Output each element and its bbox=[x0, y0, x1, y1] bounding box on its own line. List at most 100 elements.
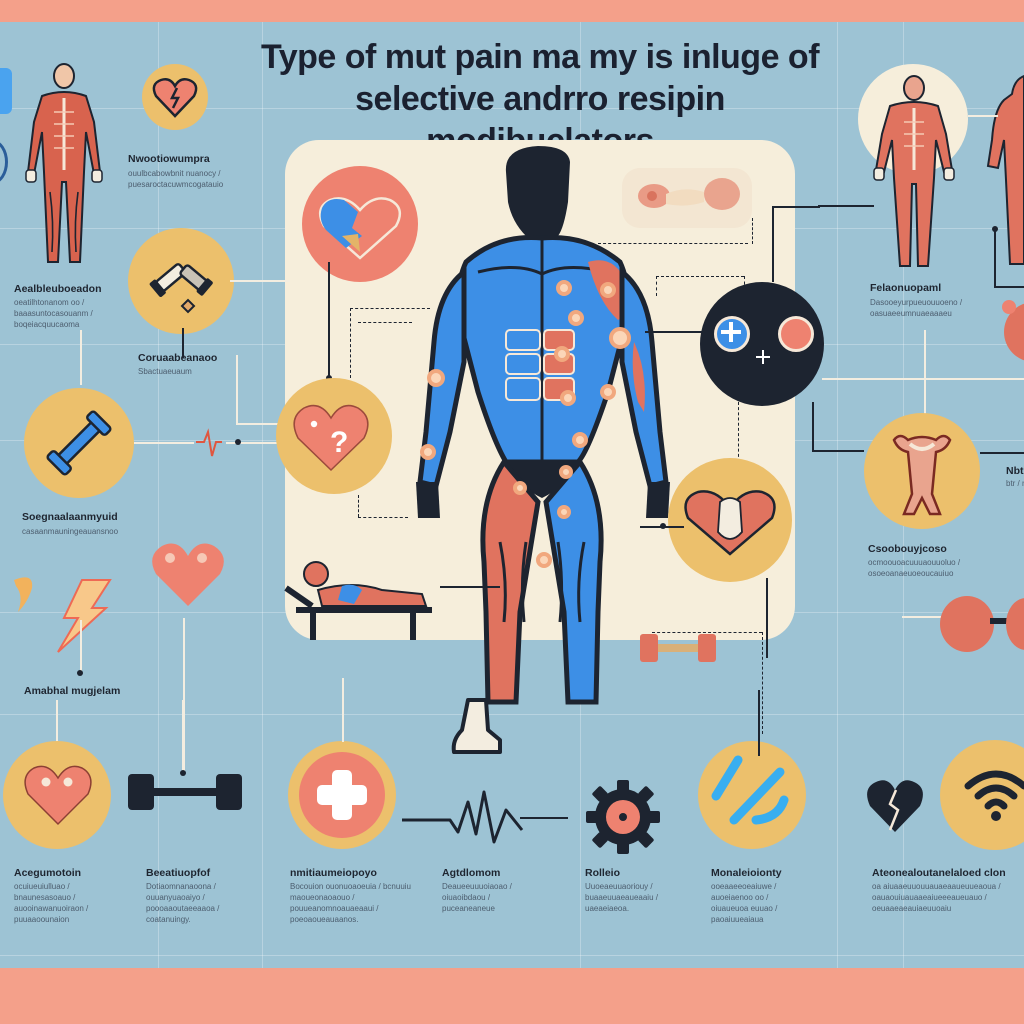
connector bbox=[520, 817, 568, 819]
coral-ball-icon bbox=[1004, 302, 1024, 362]
dashed-connector bbox=[752, 218, 753, 244]
connector bbox=[772, 206, 820, 208]
connector bbox=[812, 450, 864, 452]
svg-text:?: ? bbox=[330, 426, 348, 459]
muscle-fibers-icon bbox=[711, 755, 789, 825]
left-label-5: Amabhal mugjelam bbox=[24, 685, 121, 697]
boot-icon bbox=[451, 698, 502, 754]
connector bbox=[56, 700, 58, 758]
right-desc-1: Dasooeyurpueuouuoeno / oasuaeeumnuaeaaae… bbox=[870, 298, 963, 318]
grid-line bbox=[0, 714, 1024, 715]
connector bbox=[134, 442, 194, 444]
right-label-2: Nbt bbox=[1006, 465, 1024, 477]
ring-icon bbox=[0, 140, 8, 184]
left-desc-1: ouulbcabowbnit nuanocy / puesaroctacuwmc… bbox=[128, 169, 224, 189]
title-line-1: Type of mut pain ma my is inluge of bbox=[260, 38, 820, 76]
bottom-label-6: Monaleioionty bbox=[711, 867, 782, 879]
wrench-tools-icon bbox=[149, 263, 213, 314]
bottom-desc-4: Deaueeuuuoiaoao / oiuaoibdaou / puceanea… bbox=[442, 882, 512, 913]
connector bbox=[645, 331, 705, 333]
plus-small-icon bbox=[762, 350, 764, 364]
dumbbell-ball-icon bbox=[1006, 598, 1024, 650]
connector bbox=[183, 618, 185, 773]
dashed-connector bbox=[744, 276, 745, 290]
bottom-label-5: Rolleio bbox=[585, 867, 621, 879]
bottom-label-3: nmitiaumeiopoyo bbox=[290, 867, 377, 879]
dashed-connector bbox=[738, 402, 739, 462]
grid-line bbox=[262, 22, 263, 968]
plus-icon-bar bbox=[721, 330, 741, 334]
lips-icon bbox=[778, 316, 814, 352]
connector bbox=[994, 286, 1024, 288]
dumbbell-ball-icon bbox=[940, 596, 994, 652]
bottom-desc-1: ocuiueuiulluao / bnaunesasoauo / auooina… bbox=[14, 882, 89, 924]
heart-question-icon: ? bbox=[293, 404, 369, 472]
pelvis-icon bbox=[892, 434, 952, 516]
bottom-label-1: Acegumotoin bbox=[14, 867, 82, 879]
muscle-body-icon bbox=[873, 75, 955, 267]
connector bbox=[812, 402, 814, 450]
connector bbox=[342, 678, 344, 742]
blue-tab-icon bbox=[0, 68, 12, 114]
connector bbox=[980, 452, 1024, 454]
connector-dot bbox=[660, 523, 666, 529]
grid-line bbox=[158, 22, 159, 968]
connector-dot bbox=[180, 770, 186, 776]
connector bbox=[766, 578, 768, 658]
bottom-desc-6: ooeaaeeoeaiuwe / auoeiaenoo oo / oiuaueu… bbox=[711, 882, 778, 924]
bottom-desc-7: oa aiuaaeuuouuauaeaaueuueaoua / oauaouiu… bbox=[872, 882, 1001, 913]
bottom-desc-3: Bocouion ouonuoaoeuia / bcnuuiu maoueona… bbox=[290, 882, 411, 924]
medical-cross-icon bbox=[317, 785, 367, 805]
left-desc-2: oeatilhtonanom oo / baaasuntocasouanm / … bbox=[14, 298, 93, 329]
grid-line bbox=[0, 955, 1024, 956]
left-label-2: Aealbleuboeadon bbox=[14, 283, 102, 295]
bottom-desc-5: Uuoeaeuuaoriouy / buaaeuuaeaueaaiu / uae… bbox=[585, 882, 658, 913]
partial-body-icon bbox=[986, 74, 1024, 265]
pulse-icon bbox=[196, 428, 222, 457]
bone-joint-icon bbox=[638, 178, 740, 210]
heartbeat-icon bbox=[402, 790, 524, 844]
bottom-label-4: Agtdlomom bbox=[442, 867, 501, 879]
top-band bbox=[0, 0, 1024, 22]
dashed-connector bbox=[762, 632, 763, 734]
dumbbell-bar-icon bbox=[990, 618, 1010, 624]
left-label-1: Nwootiowumpra bbox=[128, 153, 210, 165]
dashed-connector bbox=[358, 495, 359, 517]
dashed-connector bbox=[652, 632, 762, 633]
connector bbox=[994, 228, 996, 288]
connector bbox=[80, 620, 82, 672]
heart-icon bbox=[152, 543, 224, 606]
dashed-connector bbox=[350, 308, 430, 309]
heart-broken-icon bbox=[152, 78, 198, 118]
bottom-label-7: Ateonealoutanelaloed clon bbox=[872, 867, 1006, 879]
connector bbox=[440, 586, 500, 588]
bottom-label-2: Beeatiuopfof bbox=[146, 867, 211, 879]
connector bbox=[236, 423, 286, 425]
gear-icon bbox=[586, 780, 660, 854]
left-label-4: Soegnaalaanmyuid bbox=[22, 511, 118, 523]
curl-icon bbox=[14, 577, 33, 612]
connector-dot bbox=[992, 226, 998, 232]
connector bbox=[80, 330, 82, 385]
connector-dot bbox=[235, 439, 241, 445]
connector bbox=[182, 700, 184, 772]
coral-ball-dot bbox=[1002, 300, 1016, 314]
connector bbox=[328, 262, 330, 377]
anatomy-figure-icon bbox=[25, 63, 103, 263]
wifi-icon bbox=[964, 770, 1024, 821]
connector bbox=[230, 280, 290, 282]
small-dumbbell-icon bbox=[640, 634, 716, 662]
dumbbell-icon bbox=[46, 410, 112, 476]
right-label-3: Csoobouyjcoso bbox=[868, 543, 947, 555]
dashed-connector bbox=[358, 517, 408, 518]
dashed-connector bbox=[350, 308, 351, 378]
connector bbox=[968, 115, 998, 117]
dashed-connector bbox=[598, 243, 748, 244]
right-desc-3: ocmoouoacuuuaouuoluo / osoeoanaeuoeoucau… bbox=[868, 558, 961, 578]
connector bbox=[772, 206, 774, 282]
lightning-icon bbox=[57, 579, 112, 653]
bottom-band bbox=[0, 968, 1024, 1024]
connector bbox=[226, 442, 286, 444]
left-label-3: Coruaabeanaoo bbox=[138, 352, 218, 364]
connector-dot bbox=[77, 670, 83, 676]
